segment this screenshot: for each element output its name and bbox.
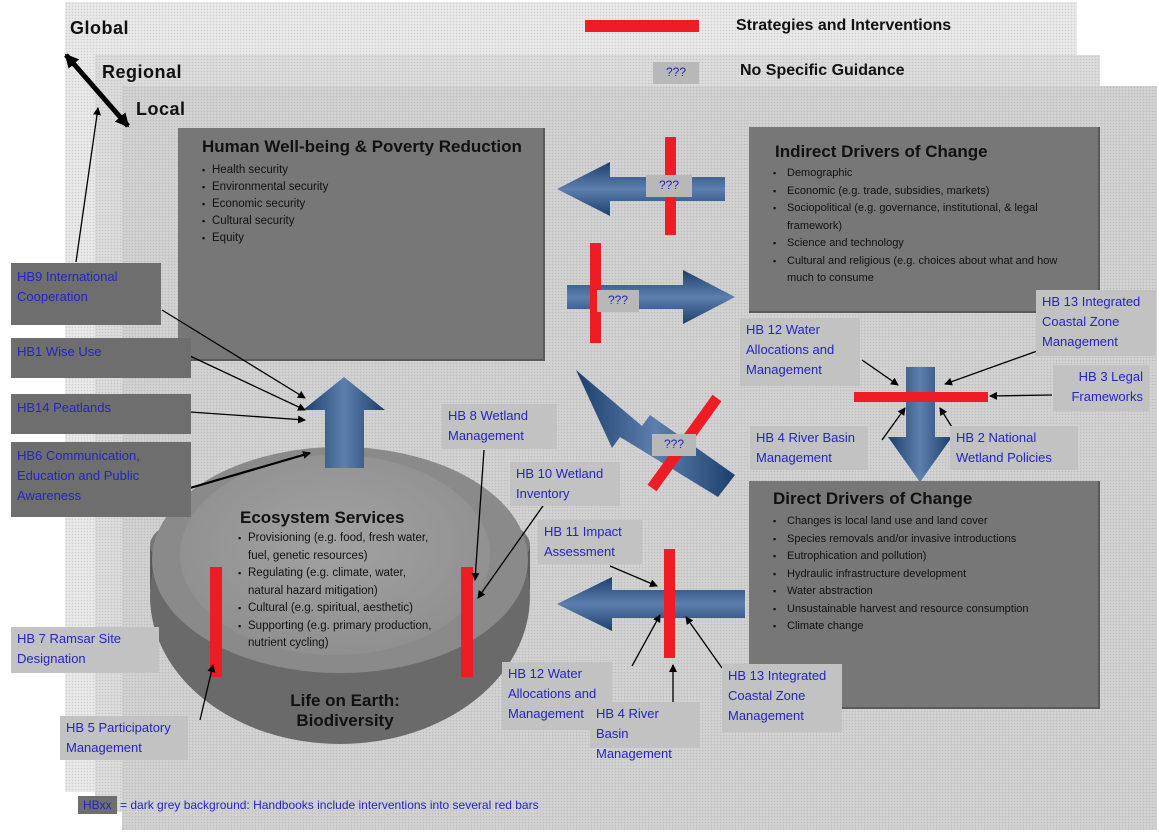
handbook-hb11[interactable]: HB 11 Impact Assessment xyxy=(538,520,642,564)
handbook-hb12-top[interactable]: HB 12 Water Allocations and Management xyxy=(740,318,860,386)
red-bar-direct-ecosystem xyxy=(664,549,675,658)
list-item: Economic (e.g. trade, subsidies, markets… xyxy=(769,183,1086,201)
legend-strategies-label: Strategies and Interventions xyxy=(736,17,952,34)
list-item: Science and technology xyxy=(769,235,1086,253)
local-label: Local xyxy=(136,99,186,119)
ecosystem-services-list: Provisioning (e.g. food, fresh water, fu… xyxy=(238,530,438,653)
human-wellbeing-list: Health security Environmental security E… xyxy=(202,162,543,247)
handbook-hb9[interactable]: HB9 International Cooperation xyxy=(11,263,161,325)
legend-no-guidance-label: No Specific Guidance xyxy=(740,62,905,79)
list-item: Equity xyxy=(202,230,543,247)
arrow-wellbeing-to-indirect xyxy=(567,270,735,324)
handbook-hb13-bottom[interactable]: HB 13 Integrated Coastal Zone Management xyxy=(722,664,842,732)
handbook-hb5[interactable]: HB 5 Participatory Management xyxy=(60,716,188,760)
handbook-hb7[interactable]: HB 7 Ramsar Site Designation xyxy=(11,627,159,673)
footnote: HBxx = dark grey background: Handbooks i… xyxy=(78,796,539,814)
legend-no-guidance-box: ??? xyxy=(653,62,699,84)
list-item: Health security xyxy=(202,162,543,179)
pointer-lines xyxy=(75,107,1053,721)
human-wellbeing-title: Human Well-being & Poverty Reduction xyxy=(202,137,522,156)
handbook-hb14[interactable]: HB14 Peatlands xyxy=(11,394,191,434)
footnote-text: = dark grey background: Handbooks includ… xyxy=(120,798,539,812)
list-item: Provisioning (e.g. food, fresh water, fu… xyxy=(238,530,438,565)
life-on-earth-line1: Life on Earth: xyxy=(290,691,400,710)
red-bar-wellbeing-indirect xyxy=(590,243,601,343)
handbook-hb8[interactable]: HB 8 Wetland Management xyxy=(442,404,557,449)
list-item: Eutrophication and pollution) xyxy=(769,548,1088,566)
list-item: Species removals and/or invasive introdu… xyxy=(769,531,1088,549)
list-item: Climate change xyxy=(769,618,1088,636)
life-on-earth-title: Life on Earth: Biodiversity xyxy=(280,691,410,731)
list-item: Environmental security xyxy=(202,179,543,196)
indirect-drivers-list: Demographic Economic (e.g. trade, subsid… xyxy=(769,165,1086,288)
indirect-drivers-box: Indirect Drivers of Change Demographic E… xyxy=(749,127,1100,313)
handbook-hb4-top[interactable]: HB 4 River Basin Management xyxy=(750,426,868,470)
list-item: Changes is local land use and land cover xyxy=(769,513,1088,531)
life-on-earth-line2: Biodiversity xyxy=(296,711,394,730)
no-guidance-marker: ??? xyxy=(652,434,696,456)
arrow-direct-to-ecosystem xyxy=(557,577,745,631)
list-item: Cultural security xyxy=(202,213,543,230)
list-item: Hydraulic infrastructure development xyxy=(769,566,1088,584)
handbook-hb2[interactable]: HB 2 National Wetland Policies xyxy=(950,426,1078,470)
legend-red-bar xyxy=(585,20,699,32)
red-bar-ecosystem-left xyxy=(210,567,222,677)
handbook-hb10[interactable]: HB 10 Wetland Inventory xyxy=(510,462,620,506)
ecosystem-services-title: Ecosystem Services xyxy=(240,508,405,527)
footnote-code: HBxx xyxy=(78,796,117,814)
list-item: Economic security xyxy=(202,196,543,213)
indirect-drivers-title: Indirect Drivers of Change xyxy=(775,142,988,161)
red-bar-ecosystem-right xyxy=(461,567,473,677)
handbook-hb13-top[interactable]: HB 13 Integrated Coastal Zone Management xyxy=(1036,290,1156,356)
list-item: Demographic xyxy=(769,165,1086,183)
list-item: Water abstraction xyxy=(769,583,1088,601)
global-local-scale-arrow xyxy=(64,53,130,128)
arrow-indirect-to-wellbeing xyxy=(557,162,725,216)
no-guidance-marker: ??? xyxy=(597,290,639,312)
red-bar-indirect-direct xyxy=(854,392,988,402)
list-item: Supporting (e.g. primary production, nut… xyxy=(238,618,438,653)
arrow-indirect-to-direct xyxy=(888,367,952,482)
list-item: Cultural and religious (e.g. choices abo… xyxy=(769,253,1086,288)
arrow-up-to-wellbeing xyxy=(303,377,385,468)
human-wellbeing-box: Human Well-being & Poverty Reduction Hea… xyxy=(178,128,545,361)
handbook-hb3[interactable]: HB 3 Legal Frameworks xyxy=(1053,365,1149,411)
arrow-direct-to-wellbeing xyxy=(576,370,735,497)
list-item: Cultural (e.g. spiritual, aesthetic) xyxy=(238,600,438,618)
list-item: Regulating (e.g. climate, water, natural… xyxy=(238,565,438,600)
handbook-hb4-bottom[interactable]: HB 4 River Basin Management xyxy=(590,702,700,761)
list-item: Sociopolitical (e.g. governance, institu… xyxy=(769,200,1086,235)
direct-drivers-title: Direct Drivers of Change xyxy=(773,489,973,508)
no-guidance-marker: ??? xyxy=(646,175,692,197)
handbook-hb1[interactable]: HB1 Wise Use xyxy=(11,338,191,378)
handbook-hb6[interactable]: HB6 Communication, Education and Public … xyxy=(11,442,191,517)
direct-drivers-list: Changes is local land use and land cover… xyxy=(769,513,1088,636)
list-item: Unsustainable harvest and resource consu… xyxy=(769,601,1088,619)
global-label: Global xyxy=(70,18,130,38)
